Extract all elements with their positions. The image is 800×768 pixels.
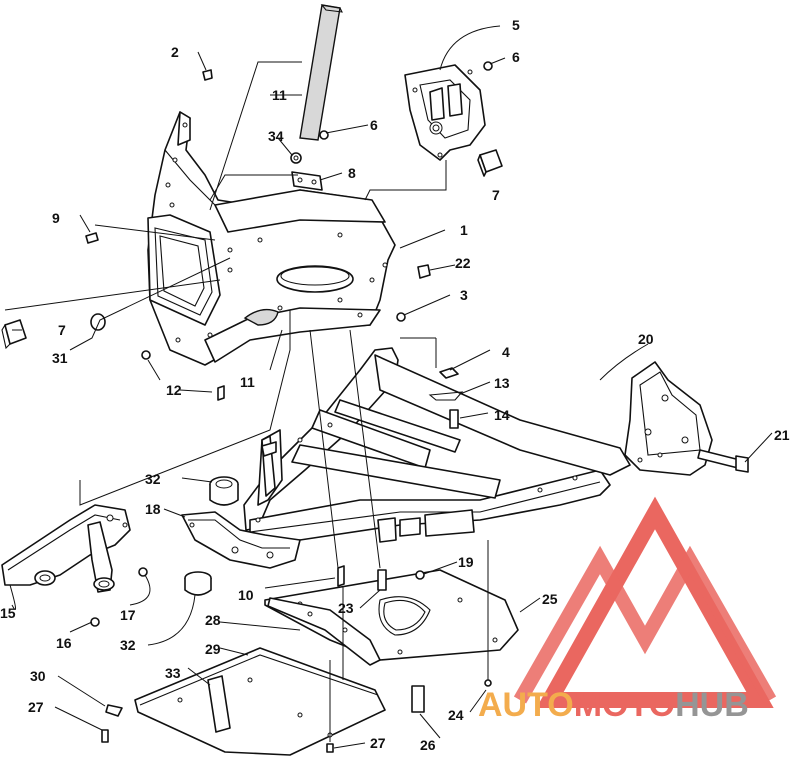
callout-16: 16 <box>56 635 72 651</box>
bushing-32-upper <box>209 476 239 506</box>
callout-30: 30 <box>30 668 46 684</box>
callout-9: 9 <box>52 210 60 226</box>
callout-11-lower: 11 <box>240 374 255 390</box>
callout-2: 2 <box>171 44 179 60</box>
mount-bracket-18 <box>181 511 301 569</box>
rubber-block-7-right <box>477 149 503 177</box>
callout-23: 23 <box>338 600 354 616</box>
callout-31: 31 <box>52 350 68 366</box>
callout-33: 33 <box>165 665 181 681</box>
callout-12: 12 <box>166 382 182 398</box>
leader-lines <box>4 25 773 749</box>
callout-1: 1 <box>460 222 468 238</box>
callout-32-lower: 32 <box>120 637 136 653</box>
callout-27-bottom: 27 <box>370 735 386 751</box>
hardware <box>85 61 493 753</box>
callout-26: 26 <box>420 737 436 753</box>
logo-text: AUTOMOTOHUB <box>478 686 749 724</box>
callout-10: 10 <box>238 587 254 603</box>
callout-22: 22 <box>455 255 471 271</box>
callout-11-upper: 11 <box>272 87 287 103</box>
automotohub-logo: AUTOMOTOHUB <box>478 496 777 724</box>
main-frame <box>243 347 631 546</box>
callout-6-mid: 6 <box>370 117 378 133</box>
strip-28 <box>267 597 381 666</box>
callout-21: 21 <box>774 427 790 443</box>
callout-14: 14 <box>494 407 510 423</box>
callout-24: 24 <box>448 707 464 723</box>
front-bulkhead <box>147 111 396 366</box>
callout-34: 34 <box>268 128 284 144</box>
callout-7-right: 7 <box>492 187 500 203</box>
callout-17: 17 <box>120 607 136 623</box>
callout-20: 20 <box>638 331 654 347</box>
bushing-32-lower <box>184 571 212 596</box>
callout-28: 28 <box>205 612 221 628</box>
side-bracket-20 <box>624 361 713 476</box>
callout-4: 4 <box>502 344 510 360</box>
bolt-21 <box>697 449 749 473</box>
bracket-8 <box>291 171 323 191</box>
callout-8: 8 <box>348 165 356 181</box>
steering-bracket-5 <box>404 64 486 161</box>
callout-29: 29 <box>205 641 221 657</box>
callout-19: 19 <box>458 554 474 570</box>
callout-7-left: 7 <box>58 322 66 338</box>
callout-27-left: 27 <box>28 699 44 715</box>
callout-15: 15 <box>0 605 16 621</box>
callout-18: 18 <box>145 501 161 517</box>
callout-5: 5 <box>512 17 520 33</box>
rubber-block-7-left <box>1 319 27 350</box>
logo-m-shape <box>513 545 777 704</box>
callout-3: 3 <box>460 287 468 303</box>
callout-13: 13 <box>494 375 510 391</box>
grommet-31 <box>90 313 106 331</box>
callout-6-upper: 6 <box>512 49 520 65</box>
control-arm-bracket-15 <box>1 504 131 593</box>
callout-labels: 2 11 5 6 6 34 8 7 9 1 22 3 7 31 11 12 4 … <box>0 17 790 753</box>
skid-plate-25 <box>264 569 519 661</box>
callout-32-upper: 32 <box>145 471 161 487</box>
logo-triangle-outer <box>536 496 774 708</box>
callout-25: 25 <box>542 591 558 607</box>
foam-strip-upper <box>299 4 343 141</box>
